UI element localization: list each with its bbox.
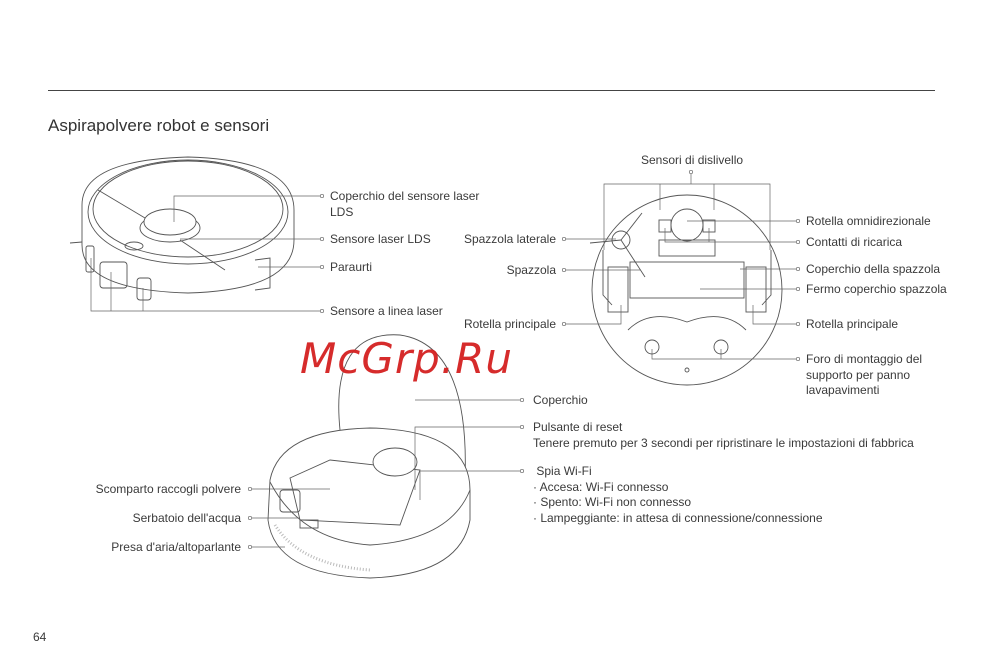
label-side-brush: Spazzola laterale	[463, 232, 556, 246]
header-rule	[48, 90, 935, 91]
page-number: 64	[33, 630, 47, 644]
robot-bottom-view-drawing	[589, 194, 783, 386]
label-line-laser: Sensore a linea laser	[330, 304, 443, 318]
label-water-tank: Serbatoio dell'acqua	[132, 511, 241, 525]
label-wifi: Spia Wi-Fi· Accesa: Wi-Fi connesso· Spen…	[533, 464, 823, 526]
label-mop-mount-line-1: Foro di montaggio del	[806, 352, 923, 366]
label-lds-cover-line-1: Coperchio del sensore laser	[330, 189, 480, 203]
top-view-leader-lines	[90, 193, 325, 314]
label-wifi-on: · Accesa: Wi-Fi connesso	[533, 479, 669, 494]
label-main-wheel-right: Rotella principale	[806, 317, 899, 331]
watermark: McGrp.Ru	[300, 334, 513, 383]
section-title: Aspirapolvere robot e sensori	[48, 116, 270, 135]
label-mop-mount-line-3: lavapavimenti	[806, 383, 880, 397]
label-wifi-off: · Spento: Wi-Fi non connesso	[533, 495, 692, 509]
label-wifi-blink: · Lampeggiante: in attesa di connessione…	[533, 510, 823, 525]
label-main-wheel-left: Rotella principale	[463, 317, 556, 331]
label-reset-title: Pulsante di reset	[533, 420, 623, 434]
robot-open-view-drawing	[267, 334, 471, 579]
label-omni-wheel: Rotella omnidirezionale	[806, 214, 931, 228]
label-reset-description: Tenere premuto per 3 secondi per riprist…	[533, 435, 914, 450]
label-mop-mount-line-2: supporto per panno	[806, 367, 911, 382]
label-bumper: Paraurti	[330, 260, 373, 274]
label-brush-cover: Coperchio della spazzola	[806, 262, 941, 276]
label-wifi-title: Spia Wi-Fi	[536, 464, 592, 478]
label-charging-contacts: Contatti di ricarica	[806, 235, 903, 249]
robot-top-view-drawing	[69, 156, 295, 301]
bottom-view-leader-lines	[561, 169, 801, 362]
label-brush-cover-latch: Fermo coperchio spazzola	[806, 282, 947, 296]
label-brush: Spazzola	[506, 263, 556, 277]
label-air-vent: Presa d'aria/altoparlante	[111, 540, 241, 554]
label-cliff-sensors: Sensori di dislivello	[641, 153, 744, 167]
open-view-leader-lines	[247, 397, 525, 550]
label-lid: Coperchio	[533, 393, 588, 407]
label-lds-cover-line-2: LDS	[330, 204, 354, 219]
label-dustbin: Scomparto raccogli polvere	[95, 482, 241, 496]
label-lds-sensor: Sensore laser LDS	[330, 232, 431, 246]
